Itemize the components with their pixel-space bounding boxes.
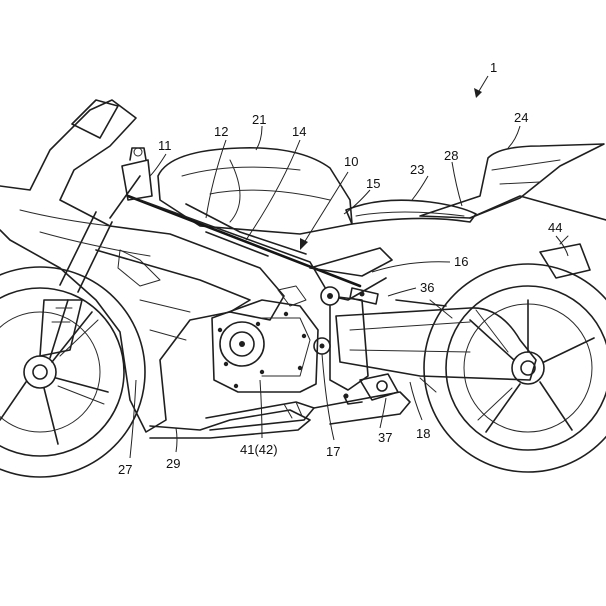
label-17: 17 <box>326 444 340 459</box>
label-28: 28 <box>444 148 458 163</box>
rear-linkage <box>343 287 399 405</box>
fuel-tank <box>157 147 353 235</box>
label-36: 36 <box>420 280 434 295</box>
exhaust <box>205 391 411 431</box>
label-18: 18 <box>416 426 430 441</box>
label-15: 15 <box>366 176 380 191</box>
front-wheel <box>0 266 146 478</box>
swingarm <box>335 299 537 393</box>
label-24: 24 <box>514 110 528 125</box>
label-10: 10 <box>344 154 358 169</box>
label-16: 16 <box>454 254 468 269</box>
leader-lines <box>129 125 569 459</box>
seat <box>345 199 477 225</box>
steering-head <box>121 147 153 201</box>
label-12: 12 <box>214 124 228 139</box>
label-23: 23 <box>410 162 424 177</box>
label-27: 27 <box>118 462 132 477</box>
tail-section <box>419 143 606 279</box>
label-44: 44 <box>548 220 562 235</box>
frame-arrow <box>300 171 349 250</box>
label-1: 1 <box>490 60 497 75</box>
label-37: 37 <box>378 430 392 445</box>
reference-labels: 1 11 12 21 14 10 15 23 28 24 44 16 36 37… <box>118 60 562 477</box>
label-14: 14 <box>292 124 306 139</box>
label-11: 11 <box>158 138 172 153</box>
main-frame <box>126 194 393 391</box>
rear-wheel <box>423 263 606 473</box>
front-fairing <box>0 99 311 439</box>
assembly-arrow <box>474 75 489 98</box>
label-21: 21 <box>252 112 266 127</box>
label-41-42: 41(42) <box>240 442 278 457</box>
engine <box>211 285 319 393</box>
label-29: 29 <box>166 456 180 471</box>
